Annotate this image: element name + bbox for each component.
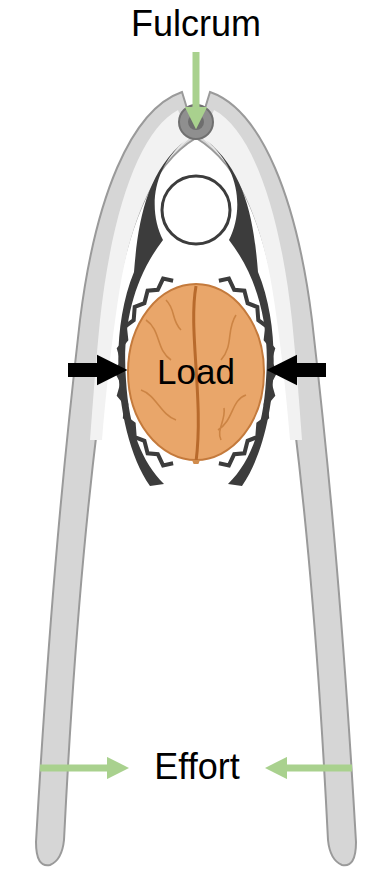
jaw-teeth [117,279,275,466]
load-label: Load [157,353,235,392]
fulcrum-arrow [193,52,200,118]
fulcrum-label: Fulcrum [131,4,261,44]
effort-label: Effort [154,747,239,787]
load-arrow-left [68,363,112,377]
upper-jaw-gap [162,176,230,244]
effort-arrow-left [40,765,118,772]
load-arrow-right [282,363,326,377]
effort-arrow-right [276,765,352,772]
walnut: Load [126,280,266,464]
